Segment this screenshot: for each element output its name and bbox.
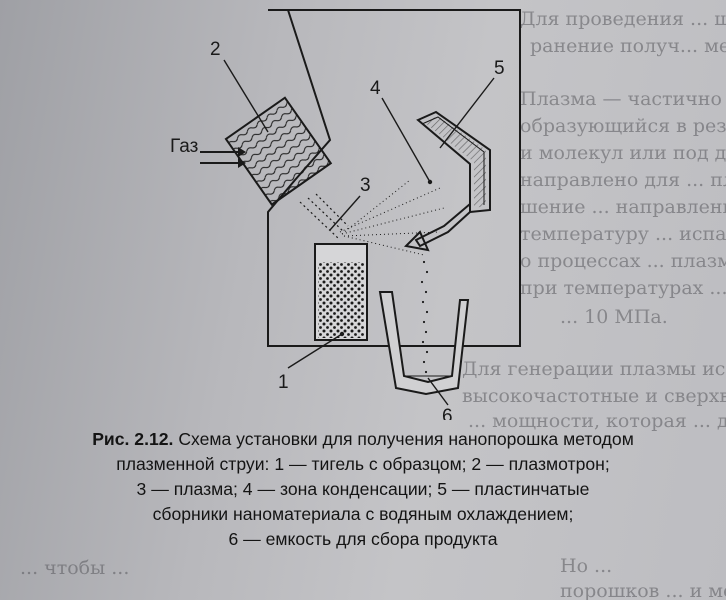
bg-line-0: Для проведения ... широкое распро- [520, 8, 726, 30]
condensation-zone [339, 179, 445, 256]
caption-line-4: сборники наноматериала с водяным охлажде… [152, 504, 574, 524]
label-2: 2 [210, 39, 221, 60]
bg-line-6: шение ... направленной ... или силовых [520, 196, 726, 218]
label-3: 3 [360, 175, 371, 196]
bg-line-11: Для генерации плазмы используются электр… [462, 358, 726, 380]
bg-line-3: образующийся в результате теплового движ… [520, 115, 726, 137]
leader-lines [223, 59, 495, 406]
bg-line-12: высокочастотные и сверхвысокочастотные п… [462, 385, 726, 407]
label-1: 1 [278, 372, 289, 393]
gas-arrowhead-1 [238, 147, 246, 157]
chamber-outline [267, 9, 521, 347]
caption-line-2: плазменной струи: 1 — тигель с образцом;… [116, 454, 610, 474]
figure-caption: Рис. 2.12. Схема установки для получения… [0, 427, 726, 552]
bg-line-10: ... 10 МПа. [560, 306, 668, 328]
condensation-marker [427, 179, 433, 185]
bg-line-13: ... мощности, которая ... до ... [468, 410, 726, 432]
bg-line-9: при температурах ... ... в диапазоне [520, 277, 726, 299]
bg-line-5: направлено для ... плазму. Умень- [520, 169, 726, 191]
bg-line-16: порошков ... и методы ... [560, 580, 726, 600]
label-6: 6 [442, 406, 453, 420]
bg-line-2: Плазма — частично или полностью ионизиро… [520, 88, 726, 110]
bg-line-8: о процессах ... плазму, позволяет [520, 250, 726, 272]
container-inner [391, 291, 461, 377]
bg-line-7: температуру ... испарения ... процессов … [520, 223, 726, 245]
crucible-marker [339, 331, 345, 337]
collector-hatch [424, 116, 486, 208]
label-5: 5 [494, 58, 505, 79]
caption-line-3: 3 — плазма; 4 — зона конденсации; 5 — пл… [136, 479, 590, 499]
gas-label: Газ [170, 136, 198, 157]
gas-arrowhead-2 [238, 158, 246, 168]
bg-line-4: и молекул или под действием ... [520, 142, 726, 164]
bg-line-1: ранение получ... методы. [530, 35, 726, 57]
plasma-jet [299, 193, 349, 239]
caption-text-1: Схема установки для получения нанопорошк… [178, 429, 634, 449]
installation-diagram: Газ 2 4 5 3 1 6 [170, 9, 521, 420]
falling-powder [420, 260, 429, 374]
product-container [378, 291, 470, 396]
crucible-sample [318, 262, 364, 338]
plasmatron [224, 96, 333, 206]
caption-line-1: Рис. 2.12. Схема установки для получения… [0, 427, 726, 452]
figure-id: Рис. 2.12. [92, 429, 174, 449]
caption-line-5: 6 — емкость для сбора продукта [228, 529, 498, 549]
bg-line-15: Но ... [560, 555, 613, 577]
bg-line-14: ... чтобы ... [20, 557, 130, 579]
label-4: 4 [370, 78, 381, 99]
collector-arrowhead [403, 230, 430, 252]
